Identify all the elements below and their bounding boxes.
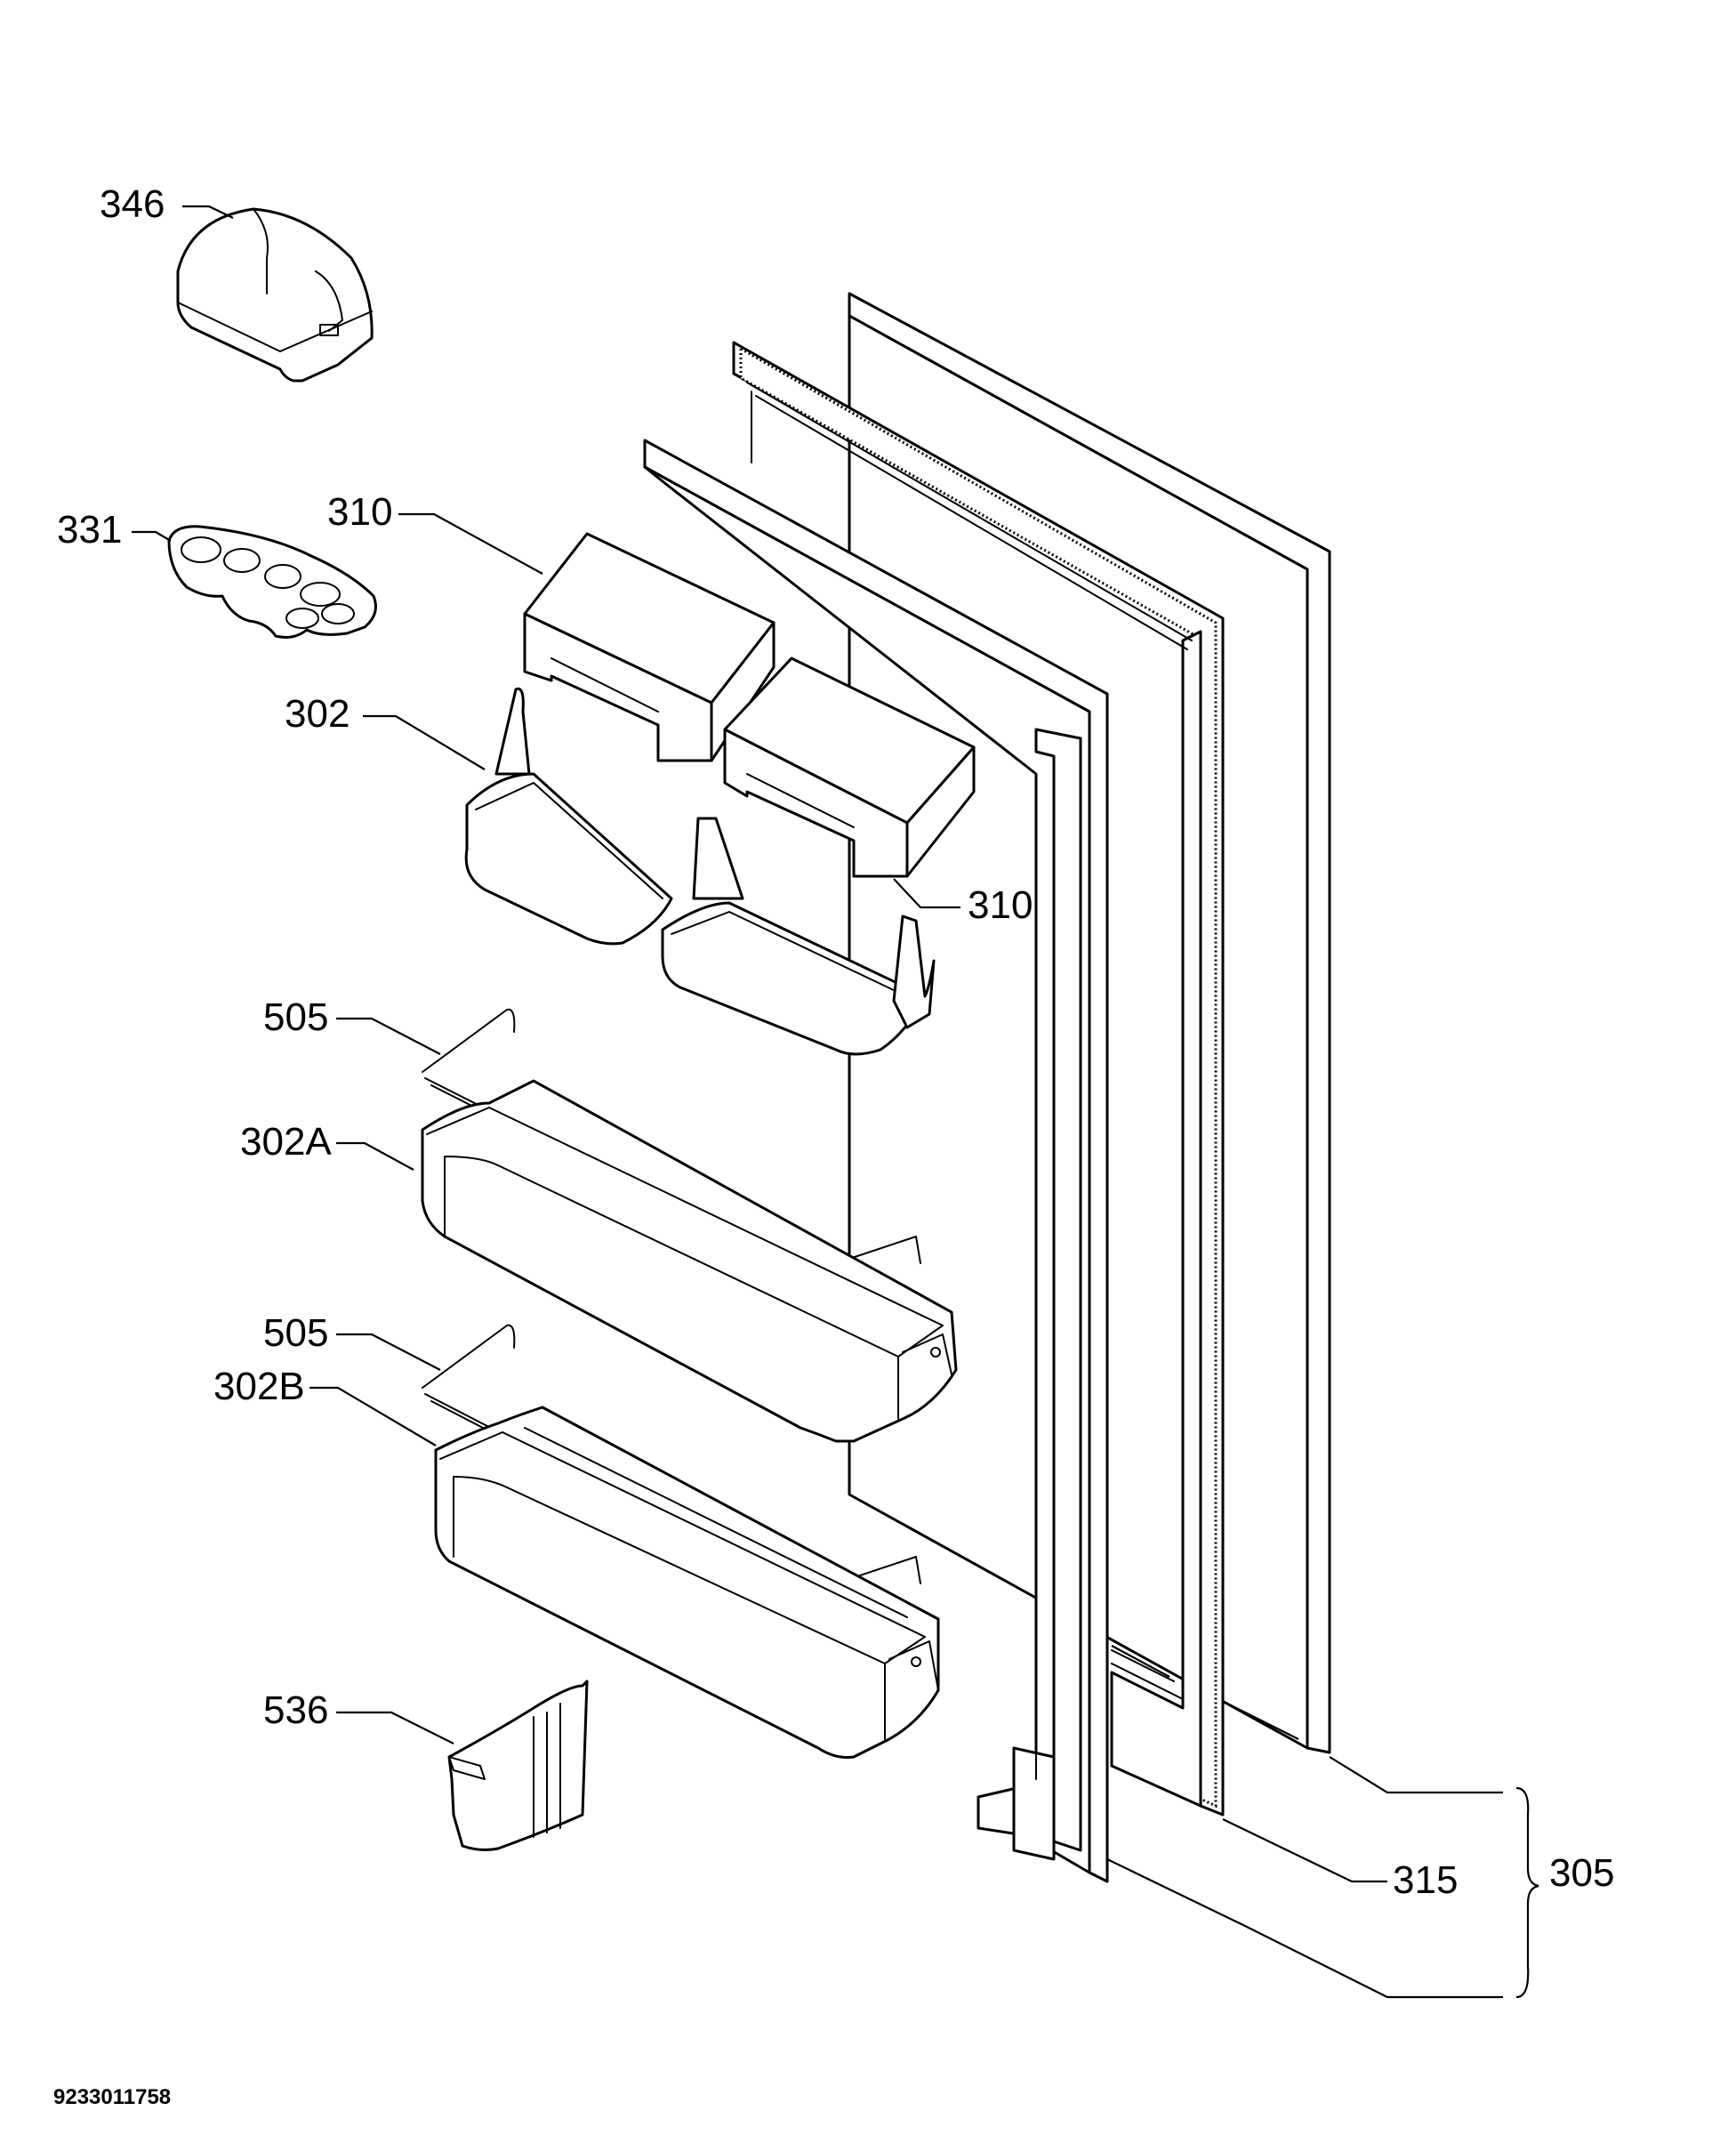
bottle-divider bbox=[447, 1680, 589, 1851]
label-505-lower: 505 bbox=[263, 1311, 328, 1355]
leader-lines bbox=[132, 205, 1503, 1999]
label-536: 536 bbox=[263, 1688, 328, 1732]
label-302A: 302A bbox=[240, 1120, 332, 1164]
label-310-upper: 310 bbox=[327, 490, 392, 534]
inner-door-liner bbox=[643, 439, 1109, 1883]
small-shelf-right bbox=[661, 817, 936, 1056]
label-331: 331 bbox=[57, 508, 122, 552]
group-brace bbox=[1515, 1786, 1539, 1999]
label-302: 302 bbox=[285, 692, 350, 736]
drawing-number: 9233011758 bbox=[53, 2085, 171, 2109]
label-315: 315 bbox=[1393, 1858, 1458, 1902]
label-346: 346 bbox=[100, 182, 165, 226]
label-310-lower: 310 bbox=[968, 883, 1033, 927]
covered-compartment-lower bbox=[723, 657, 976, 878]
door-gasket bbox=[732, 341, 1225, 1817]
egg-tray bbox=[167, 525, 377, 639]
label-302B: 302B bbox=[213, 1365, 305, 1408]
label-305: 305 bbox=[1549, 1851, 1614, 1895]
small-shelf-left bbox=[464, 687, 673, 946]
butter-dish bbox=[176, 207, 374, 383]
door-shelf-b bbox=[434, 1406, 940, 1759]
label-505-upper: 505 bbox=[263, 995, 328, 1039]
door-shelf-a bbox=[421, 1079, 958, 1443]
